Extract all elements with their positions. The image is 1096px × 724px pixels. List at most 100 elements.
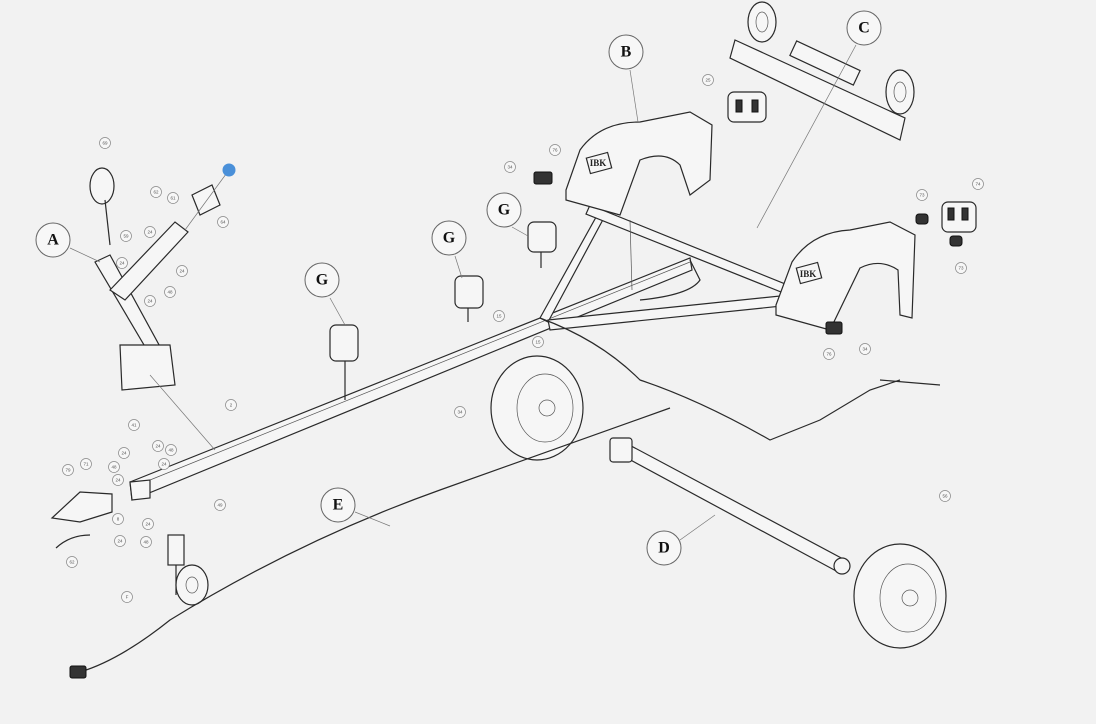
svg-text:73: 73 [919, 193, 925, 198]
part-callout: 48 [140, 536, 152, 548]
section-label-c: C [846, 10, 882, 46]
svg-text:24: 24 [121, 451, 127, 456]
svg-text:24: 24 [115, 478, 121, 483]
svg-text:G: G [498, 202, 511, 219]
svg-text:56: 56 [942, 494, 948, 499]
part-callout: 24 [152, 440, 164, 452]
svg-text:A: A [47, 232, 59, 249]
winch-post [89, 167, 221, 391]
rear-lights [533, 91, 977, 335]
svg-text:34: 34 [507, 165, 513, 170]
part-callout: 71 [80, 458, 92, 470]
svg-text:48: 48 [168, 448, 174, 453]
svg-text:48: 48 [111, 465, 117, 470]
part-callout: F [121, 591, 133, 603]
svg-text:59: 59 [123, 234, 129, 239]
svg-text:E: E [333, 497, 344, 514]
svg-text:79: 79 [65, 468, 71, 473]
section-label-g: G [486, 192, 522, 228]
svg-text:2: 2 [230, 403, 233, 408]
svg-text:48: 48 [143, 540, 149, 545]
svg-text:71: 71 [83, 462, 89, 467]
svg-text:64: 64 [220, 220, 226, 225]
leader-lines [69, 44, 857, 541]
part-callout: 2 [225, 399, 237, 411]
svg-text:49: 49 [217, 503, 223, 508]
svg-text:34: 34 [457, 410, 463, 415]
part-callout: 34 [504, 161, 516, 173]
svg-text:76: 76 [552, 148, 558, 153]
svg-text:24: 24 [147, 299, 153, 304]
part-callout: 62 [150, 186, 162, 198]
roller-assembly [729, 1, 915, 141]
svg-text:69: 69 [102, 141, 108, 146]
drawbar-beam [129, 257, 693, 501]
part-callout: 59 [120, 230, 132, 242]
section-label-g: G [304, 262, 340, 298]
selection-marker[interactable] [222, 163, 236, 177]
svg-text:74: 74 [975, 182, 981, 187]
part-callout: 48 [164, 286, 176, 298]
part-callout: 15 [493, 310, 505, 322]
bunk-rollers [329, 221, 557, 400]
part-callout: 76 [549, 144, 561, 156]
part-callout: 49 [214, 499, 226, 511]
svg-text:41: 41 [131, 423, 137, 428]
part-callout: 24 [114, 535, 126, 547]
svg-text:24: 24 [161, 462, 167, 467]
part-callout: 73 [955, 262, 967, 274]
section-label-d: D [646, 530, 682, 566]
part-callout: 74 [972, 178, 984, 190]
part-callout: 69 [99, 137, 111, 149]
section-label-a: A [35, 222, 71, 258]
part-callout: 73 [916, 189, 928, 201]
part-callout: 34 [859, 343, 871, 355]
part-callout: 56 [939, 490, 951, 502]
part-callout: 24 [116, 257, 128, 269]
wheels [490, 355, 947, 649]
svg-text:61: 61 [170, 196, 176, 201]
svg-text:24: 24 [155, 444, 161, 449]
section-label-e: E [320, 487, 356, 523]
jockey-wheel [167, 534, 209, 606]
svg-text:B: B [621, 44, 632, 61]
svg-text:15: 15 [496, 314, 502, 319]
svg-text:24: 24 [119, 261, 125, 266]
part-callout: 15 [532, 336, 544, 348]
fender-right: IBK [775, 221, 916, 331]
svg-text:15: 15 [535, 340, 541, 345]
svg-text:62: 62 [153, 190, 159, 195]
frame [539, 204, 801, 331]
svg-text:IBK: IBK [800, 269, 817, 279]
svg-text:G: G [443, 230, 456, 247]
svg-text:25: 25 [705, 78, 711, 83]
svg-text:C: C [858, 20, 870, 37]
wiring-cable [69, 259, 941, 679]
svg-text:F: F [126, 595, 129, 600]
fender-left: IBK [565, 111, 713, 216]
part-callouts: 6962616459242424482421515347634257473737… [62, 74, 984, 603]
part-callout: 24 [118, 447, 130, 459]
part-callout: 24 [112, 474, 124, 486]
part-callout: 25 [702, 74, 714, 86]
part-callout: 24 [158, 458, 170, 470]
part-callout: 24 [176, 265, 188, 277]
svg-text:8: 8 [117, 517, 120, 522]
svg-text:24: 24 [117, 539, 123, 544]
svg-text:G: G [316, 272, 329, 289]
svg-text:D: D [658, 540, 670, 557]
part-callout: 62 [66, 556, 78, 568]
svg-text:24: 24 [145, 522, 151, 527]
part-callout: 24 [144, 295, 156, 307]
section-labels: A B C D E G G G [35, 10, 882, 566]
part-callout: 41 [128, 419, 140, 431]
svg-text:24: 24 [147, 230, 153, 235]
svg-text:76: 76 [826, 352, 832, 357]
svg-text:62: 62 [69, 560, 75, 565]
part-callout: 24 [142, 518, 154, 530]
section-label-b: B [608, 34, 644, 70]
part-callout: 34 [454, 406, 466, 418]
svg-text:73: 73 [958, 266, 964, 271]
